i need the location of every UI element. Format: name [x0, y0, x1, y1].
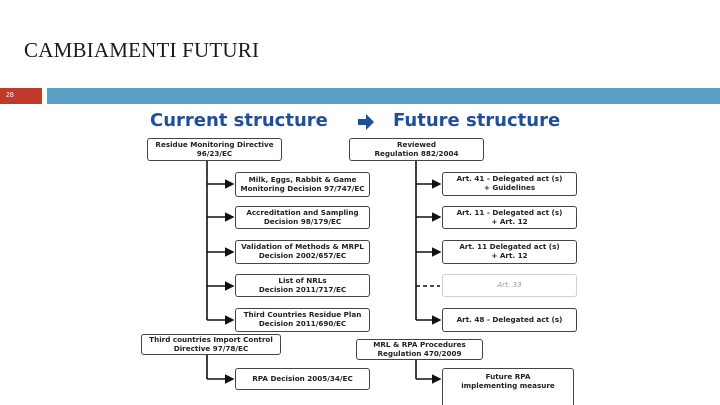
box-line: List of NRLs — [278, 275, 327, 285]
box-line: Art. 48 - Delegated act (s) — [456, 314, 563, 324]
box-line: Accreditation and Sampling — [246, 207, 359, 217]
box-line: MRL & RPA Procedures — [373, 339, 466, 349]
future-structure-heading: Future structure — [393, 110, 561, 131]
box-line: 96/23/EC — [196, 148, 233, 158]
box-line: + Art. 12 — [491, 251, 528, 260]
box-line: Validation of Methods & MRPL — [241, 242, 364, 252]
box-line: Regulation 470/2009 — [377, 348, 462, 358]
box-line: Regulation 882/2004 — [374, 148, 459, 158]
art-41-box: Art. 41 - Delegated act (s)+ Guidelines — [442, 172, 577, 196]
box-line: Third countries Import Control — [149, 334, 273, 344]
current-structure-heading: Current structure — [150, 110, 328, 131]
box-line: Directive 97/78/EC — [173, 343, 249, 353]
box-line: Residue Monitoring Directive — [155, 139, 274, 149]
art-11-delegated-box: Art. 11 - Delegated act (s)+ Art. 12 — [442, 206, 577, 229]
box-line: Decision 2011/717/EC — [258, 284, 347, 294]
box-line: + Guidelines — [483, 183, 536, 192]
box-line: Future RPA — [485, 372, 531, 381]
box-line: Decision 2011/690/EC — [258, 319, 347, 328]
box-line: Decision 2002/657/EC — [258, 251, 347, 260]
box-line: Reviewed — [396, 139, 437, 149]
box-line: Art. 11 - Delegated act (s) — [456, 207, 563, 217]
rpa-decision-box: RPA Decision 2005/34/EC — [235, 368, 370, 390]
art-33-box: Art. 33 — [442, 274, 577, 297]
art-11-second-box: Art. 11 Delegated act (s)+ Art. 12 — [442, 240, 577, 264]
art-48-box: Art. 48 - Delegated act (s) — [442, 308, 577, 332]
box-line: Art. 11 Delegated act (s) — [459, 242, 560, 252]
slide-number: 28 — [0, 88, 42, 104]
box-line: implementing measure — [461, 380, 555, 390]
box-line: Art. 33 — [497, 280, 522, 290]
box-line: Milk, Eggs, Rabbit & Game — [248, 174, 357, 184]
box-line: + Art. 12 — [491, 216, 528, 226]
box-line: Third Countries Residue Plan — [243, 310, 362, 320]
box-line: Monitoring Decision 97/747/EC — [240, 183, 365, 193]
box-line: Decision 98/179/EC — [263, 216, 342, 226]
box-line: RPA Decision 2005/34/EC — [252, 373, 353, 383]
title-bar — [47, 88, 720, 104]
arrow-right-icon — [358, 114, 374, 130]
box-line: Art. 41 - Delegated act (s) — [456, 174, 563, 184]
slide-title: CAMBIAMENTI FUTURI — [24, 38, 260, 62]
